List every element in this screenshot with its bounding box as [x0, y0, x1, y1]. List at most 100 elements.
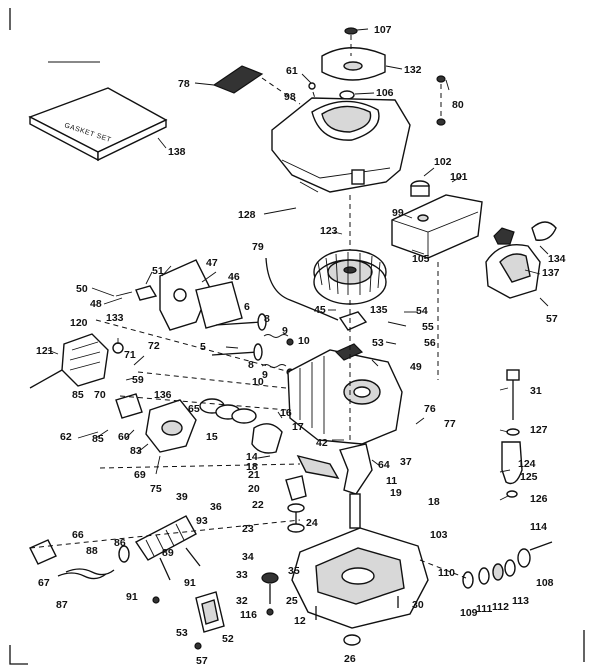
- oil-sump-base: [291, 527, 429, 646]
- leader-lines: [47, 28, 549, 501]
- part-label-57a: 57: [546, 313, 558, 325]
- cylinder-block: [287, 311, 403, 445]
- part-label-8a: 8: [264, 313, 270, 325]
- part-label-55: 55: [422, 321, 434, 333]
- part-label-21: 21: [248, 469, 260, 481]
- part-label-18b: 18: [428, 496, 440, 508]
- part-label-113: 113: [512, 595, 529, 607]
- part-label-66: 66: [72, 529, 84, 541]
- part-label-125: 125: [520, 471, 538, 483]
- part-label-86: 86: [114, 537, 126, 549]
- part-label-65: 65: [188, 403, 200, 415]
- governor-gear: [261, 572, 279, 616]
- part-label-33: 33: [236, 569, 248, 581]
- part-label-20: 20: [248, 483, 260, 495]
- part-label-111: 111: [476, 603, 493, 615]
- part-label-52: 52: [222, 633, 234, 645]
- seal-bearing-group: [462, 541, 553, 589]
- part-label-16: 16: [280, 407, 292, 419]
- part-label-59: 59: [132, 374, 144, 386]
- ignition-wire: [265, 257, 339, 321]
- part-label-101: 101: [450, 171, 468, 183]
- part-label-70: 70: [94, 389, 106, 401]
- part-label-88: 88: [86, 545, 98, 557]
- part-label-106: 106: [376, 87, 394, 99]
- part-label-36: 36: [210, 501, 222, 513]
- part-label-91a: 91: [184, 577, 196, 589]
- part-label-64: 64: [378, 459, 390, 471]
- part-label-102: 102: [434, 156, 452, 168]
- assembly-lines: [29, 262, 467, 579]
- part-label-6: 6: [244, 301, 250, 313]
- part-label-61: 61: [286, 65, 298, 77]
- part-label-62: 62: [60, 431, 72, 443]
- part-label-136: 136: [154, 389, 172, 401]
- part-label-107: 107: [374, 24, 392, 36]
- part-label-120: 120: [70, 317, 88, 329]
- part-label-124: 124: [518, 458, 536, 470]
- part-label-133: 133: [106, 312, 124, 324]
- crankshaft-piston: [285, 443, 373, 533]
- part-label-51: 51: [152, 265, 164, 277]
- part-label-25: 25: [286, 595, 298, 607]
- part-label-116: 116: [240, 609, 257, 621]
- fuel-tank: [349, 180, 483, 259]
- part-label-53a: 53: [372, 337, 384, 349]
- part-label-75: 75: [150, 483, 162, 495]
- top-cover-parts: [212, 27, 446, 126]
- part-label-32: 32: [236, 595, 248, 607]
- part-label-30: 30: [412, 599, 424, 611]
- part-label-15: 15: [206, 431, 218, 443]
- part-label-19: 19: [390, 487, 402, 499]
- part-label-99: 99: [392, 207, 404, 219]
- part-label-85a: 85: [72, 389, 84, 401]
- part-label-35: 35: [288, 565, 300, 577]
- recoil-starter: [485, 221, 557, 299]
- blower-housing: [271, 97, 411, 193]
- oil-fill-tube: [501, 369, 523, 498]
- air-cleaner: [29, 333, 124, 389]
- part-label-137: 137: [542, 267, 560, 279]
- part-label-85b: 85: [92, 433, 104, 445]
- part-label-22: 22: [252, 499, 264, 511]
- part-label-49: 49: [410, 361, 422, 373]
- part-label-80: 80: [452, 99, 464, 111]
- corner-mark-bottom-left: [9, 645, 28, 665]
- part-label-31: 31: [530, 385, 542, 397]
- part-label-46: 46: [228, 271, 240, 283]
- fuel-line-muffler: [29, 515, 201, 604]
- part-label-11: 11: [386, 475, 397, 487]
- carburetor-body: [115, 393, 283, 454]
- part-label-93: 93: [196, 515, 208, 527]
- part-label-5: 5: [200, 341, 206, 353]
- part-label-54: 54: [416, 305, 428, 317]
- part-label-83: 83: [130, 445, 142, 457]
- part-label-71: 71: [124, 349, 136, 361]
- part-label-53b: 53: [176, 627, 188, 639]
- part-label-132: 132: [404, 64, 422, 76]
- part-label-126: 126: [530, 493, 548, 505]
- part-label-109: 109: [460, 607, 478, 619]
- part-label-105: 105: [412, 253, 430, 265]
- valve-train: [211, 313, 294, 376]
- part-label-72: 72: [148, 340, 160, 352]
- part-label-135: 135: [370, 304, 388, 316]
- part-label-24: 24: [306, 517, 318, 529]
- part-label-34: 34: [242, 551, 254, 563]
- part-label-12: 12: [294, 615, 306, 627]
- part-label-26: 26: [344, 653, 356, 665]
- part-label-128: 128: [238, 209, 256, 221]
- part-label-50: 50: [76, 283, 88, 295]
- part-label-45: 45: [314, 304, 326, 316]
- part-label-110: 110: [438, 567, 455, 579]
- part-label-42: 42: [316, 437, 328, 449]
- part-label-23: 23: [242, 523, 254, 535]
- part-label-18a: 18: [246, 461, 258, 473]
- part-label-127: 127: [530, 424, 548, 436]
- part-label-60: 60: [118, 431, 130, 443]
- part-label-10a: 10: [298, 335, 310, 347]
- carburetor-cover: [115, 259, 243, 331]
